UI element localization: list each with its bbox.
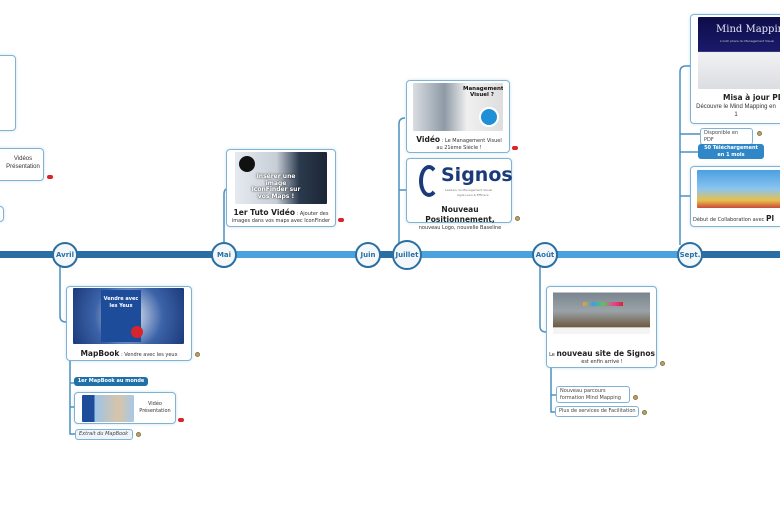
new-site-thumbnail bbox=[553, 288, 650, 334]
card-title: MapBook bbox=[80, 349, 120, 358]
attachment-icon[interactable] bbox=[633, 395, 638, 400]
tuto-video-thumbnail: Insérer une image IconFinder sur vos Map… bbox=[235, 152, 327, 204]
video-link-icon[interactable] bbox=[47, 175, 53, 179]
month-node-juin[interactable]: Juin bbox=[355, 242, 381, 268]
timeline-segment bbox=[558, 251, 678, 258]
month-node-avril[interactable]: Avril bbox=[52, 242, 78, 268]
attachment-icon[interactable] bbox=[642, 410, 647, 415]
logo-sub: Agile Lean & Efficace bbox=[457, 193, 489, 197]
mapbook-video-card[interactable]: Vidéo Présentation bbox=[74, 392, 176, 424]
mapbook-cover: Vendre avec les Yeux bbox=[101, 290, 143, 342]
partial-tag[interactable] bbox=[0, 206, 4, 222]
label: Nouveau parcours bbox=[560, 388, 606, 394]
card-title: nouveau site de Signos bbox=[556, 349, 655, 358]
tuto-video-card[interactable]: Insérer une image IconFinder sur vos Map… bbox=[226, 149, 336, 227]
attachment-icon[interactable] bbox=[757, 131, 762, 136]
eye-logo-icon bbox=[239, 156, 255, 172]
pdf-update-card[interactable]: Mind Mapping L'outil phare du Management… bbox=[690, 14, 780, 124]
signos-positioning-card[interactable]: Signos Leaders du Management Visuel Agil… bbox=[406, 158, 513, 231]
management-video-card[interactable]: Management Visuel ? Vidéo : Le Managemen… bbox=[406, 80, 510, 153]
label: Vidéo bbox=[147, 401, 162, 407]
timeline-segment bbox=[236, 251, 366, 258]
month-node-aout[interactable]: Août bbox=[532, 242, 558, 268]
logo-text: Signos bbox=[441, 164, 513, 186]
mapbook-thumbnail: Vendre avec les Yeux bbox=[73, 288, 184, 344]
video-link-icon[interactable] bbox=[178, 418, 184, 422]
signos-swirl-icon bbox=[419, 165, 439, 197]
facilitation-services-tag[interactable]: Plus de services de Facilitation bbox=[555, 406, 639, 417]
cover-badge-icon bbox=[131, 326, 143, 338]
card-desc: nouveau Logo, nouvelle Baseline bbox=[418, 225, 502, 232]
card-desc: Découvre le Mind Mapping en 1 bbox=[696, 104, 776, 118]
video-link-icon[interactable] bbox=[338, 218, 344, 222]
video-link-icon[interactable] bbox=[512, 146, 518, 150]
first-mapbook-badge: 1er MapBook au monde bbox=[74, 377, 148, 386]
partial-card[interactable] bbox=[0, 55, 16, 131]
label: 50 Téléchargement bbox=[704, 145, 758, 151]
cover-title: Vendre avec les Yeux bbox=[103, 296, 139, 309]
signos-logo: Signos Leaders du Management Visuel Agil… bbox=[417, 163, 513, 201]
month-node-juillet[interactable]: Juillet bbox=[392, 240, 422, 270]
color-icons bbox=[583, 302, 623, 306]
card-title: Nouveau Positionnement, bbox=[425, 205, 495, 225]
available-pdf-tag[interactable]: Disponible en PDF bbox=[700, 128, 753, 145]
card-desc: : Ajouter des images dans vos maps avec … bbox=[231, 211, 331, 225]
attachment-icon[interactable] bbox=[515, 216, 520, 221]
month-node-mai[interactable]: Mai bbox=[211, 242, 237, 268]
collaboration-thumbnail bbox=[697, 170, 780, 208]
mapbook-video-thumbnail bbox=[82, 395, 134, 422]
collaboration-card[interactable]: Début de Collaboration avec Pl bbox=[690, 166, 780, 227]
video-presentation-card[interactable]: Vidéos Présentation bbox=[0, 148, 44, 181]
card-title: Pl bbox=[766, 214, 775, 223]
card-title: Vidéo bbox=[416, 135, 441, 144]
label: formation Mind Mapping bbox=[560, 394, 621, 401]
training-path-tag[interactable]: Nouveau parcours formation Mind Mapping bbox=[556, 386, 630, 403]
attachment-icon[interactable] bbox=[195, 352, 200, 357]
downloads-badge: 50 Téléchargement en 1 mois bbox=[698, 144, 764, 159]
label: Vidéos bbox=[13, 156, 33, 162]
thumbnail-sub: L'outil phare du Management Visuel bbox=[720, 39, 775, 43]
timeline-segment bbox=[420, 251, 535, 258]
card-title: 1er Tuto Vidéo bbox=[233, 208, 295, 217]
attachment-icon[interactable] bbox=[136, 432, 141, 437]
thumbnail-text: Management Visuel ? bbox=[463, 86, 503, 99]
logo-tagline: Leaders du Management Visuel bbox=[445, 188, 493, 192]
mapbook-extract-tag[interactable]: Extrait du MapBook bbox=[75, 429, 133, 440]
card-desc: Début de Collaboration avec bbox=[693, 217, 767, 223]
thumbnail-text: Insérer une image IconFinder sur vos Map… bbox=[251, 173, 301, 200]
card-desc: : Vendre avec les yeux bbox=[119, 352, 178, 358]
label: Présentation bbox=[6, 163, 40, 170]
timeline-bar bbox=[0, 251, 780, 258]
management-video-thumbnail: Management Visuel ? bbox=[413, 83, 503, 131]
label: en 1 mois bbox=[717, 151, 745, 158]
month-node-sept[interactable]: Sept. bbox=[677, 242, 703, 268]
attachment-icon[interactable] bbox=[660, 361, 665, 366]
eye-badge-icon bbox=[479, 107, 499, 127]
label: Le bbox=[549, 352, 557, 358]
label: Présentation bbox=[139, 407, 171, 414]
thumbnail-title: Mind Mapping bbox=[716, 24, 780, 35]
card-desc: : Le Management Visuel au 21ème Siècle ! bbox=[436, 138, 502, 152]
card-title: Misa à jour PDF bbox=[723, 93, 780, 102]
pdf-thumbnail: Mind Mapping L'outil phare du Management… bbox=[698, 17, 780, 89]
card-desc: est enfin arrivé ! bbox=[581, 359, 623, 366]
mapbook-card[interactable]: Vendre avec les Yeux MapBook : Vendre av… bbox=[66, 286, 192, 361]
